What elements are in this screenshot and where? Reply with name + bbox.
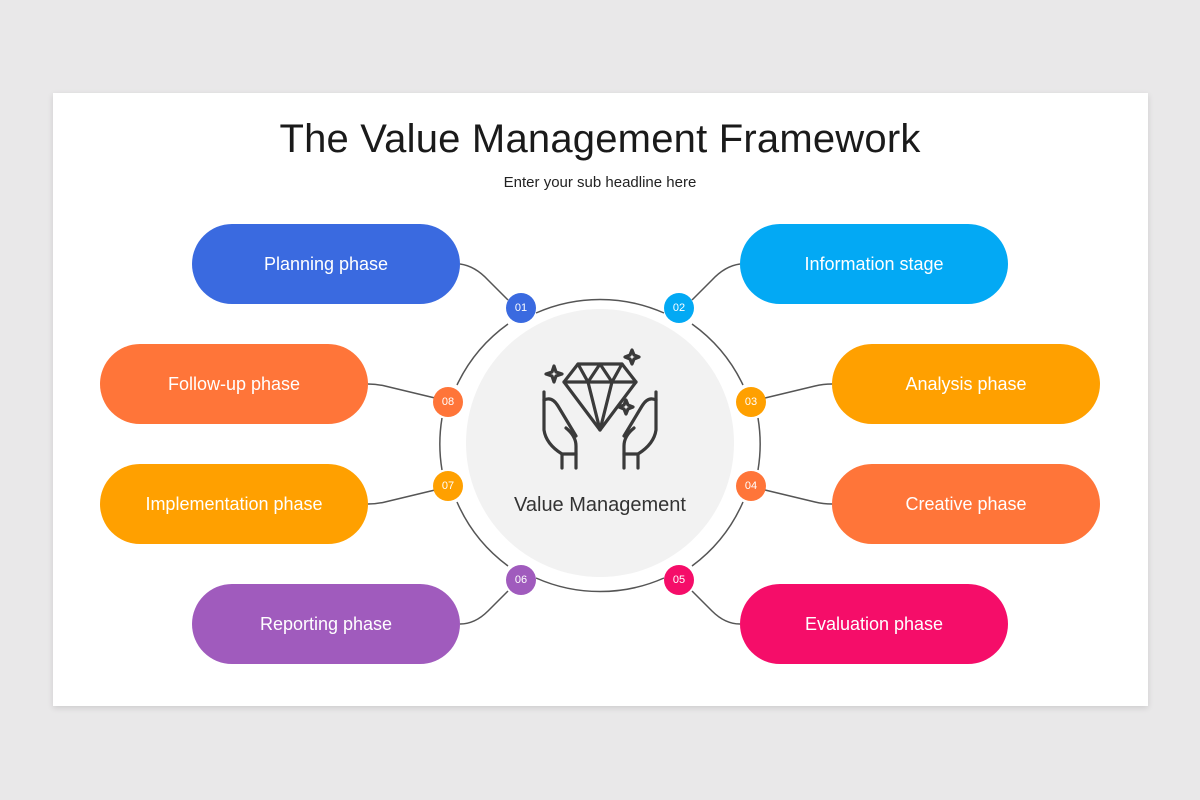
phase-pill-evaluation: Evaluation phase bbox=[740, 584, 1008, 664]
center-label: Value Management bbox=[514, 494, 686, 516]
phase-label: Planning phase bbox=[263, 253, 389, 274]
ring-arc bbox=[757, 417, 761, 471]
ring-arc bbox=[535, 298, 665, 314]
connector-01 bbox=[459, 263, 509, 301]
phase-number-badge: 08 bbox=[433, 387, 463, 417]
connector-08 bbox=[367, 383, 436, 399]
page-subtitle: Enter your sub headline here bbox=[503, 174, 697, 191]
phase-pill-creative: Creative phase bbox=[832, 464, 1100, 544]
connector-04 bbox=[764, 489, 833, 505]
connector-06 bbox=[459, 590, 509, 625]
phase-number-badge: 01 bbox=[506, 293, 536, 323]
phase-pill-reporting: Reporting phase bbox=[192, 584, 460, 664]
phase-label: Evaluation phase bbox=[804, 613, 944, 634]
ring-arc bbox=[691, 501, 744, 567]
phase-pill-follow-up: Follow-up phase bbox=[100, 344, 368, 424]
connector-03 bbox=[764, 383, 833, 399]
phase-label: Follow-up phase bbox=[167, 373, 301, 394]
ring-arc bbox=[456, 501, 509, 567]
connector-07 bbox=[367, 489, 436, 505]
phase-number-badge: 02 bbox=[664, 293, 694, 323]
ring-arc bbox=[439, 417, 443, 471]
phase-label: Information stage bbox=[804, 253, 944, 274]
ring-arc bbox=[691, 323, 744, 386]
phase-label: Reporting phase bbox=[259, 613, 393, 634]
phase-pill-information: Information stage bbox=[740, 224, 1008, 304]
phase-number-badge: 05 bbox=[664, 565, 694, 595]
ring-arc bbox=[456, 323, 509, 386]
phase-label: Analysis phase bbox=[905, 373, 1027, 394]
center-circle bbox=[466, 309, 734, 577]
page-title: The Value Management Framework bbox=[279, 117, 921, 161]
ring-arc bbox=[535, 577, 665, 593]
phase-pill-implementation: Implementation phase bbox=[100, 464, 368, 544]
phase-number-badge: 03 bbox=[736, 387, 766, 417]
phase-pill-analysis: Analysis phase bbox=[832, 344, 1100, 424]
connector-05 bbox=[691, 590, 741, 625]
diamond-in-hands-icon bbox=[542, 348, 658, 470]
phase-label: Implementation phase bbox=[145, 493, 323, 514]
phase-pill-planning: Planning phase bbox=[192, 224, 460, 304]
phase-number-badge: 07 bbox=[433, 471, 463, 501]
phase-number-badge: 06 bbox=[506, 565, 536, 595]
phase-label: Creative phase bbox=[905, 493, 1027, 514]
connector-02 bbox=[691, 263, 741, 301]
phase-number-badge: 04 bbox=[736, 471, 766, 501]
